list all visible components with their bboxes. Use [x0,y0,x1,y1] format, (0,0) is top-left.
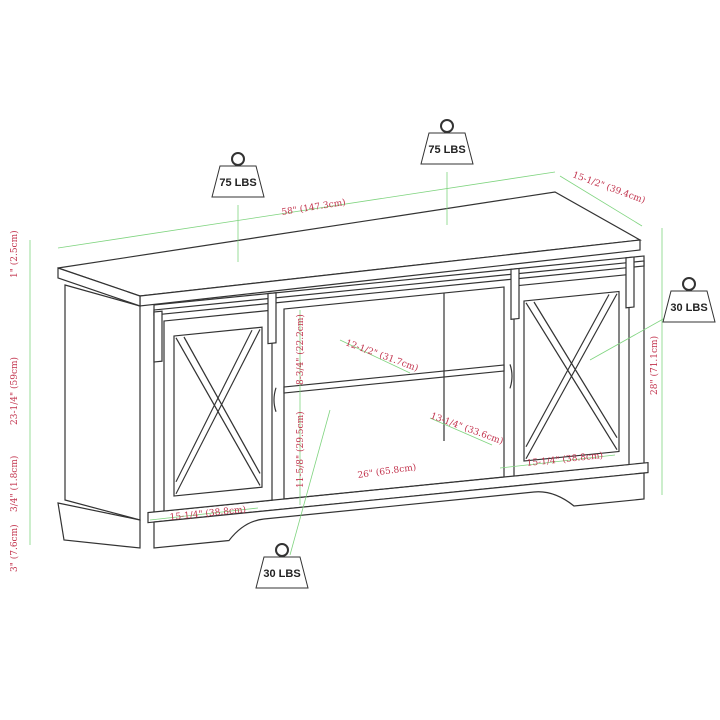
top-left-edge [57,267,141,307]
base-plinth [153,472,645,549]
weight-icon-shelf: 30 LBS [255,543,309,589]
left-side-panel [64,284,141,521]
right-door-x-brace-2 [525,293,618,460]
weight-label: 30 LBS [670,302,707,314]
weight-label: 75 LBS [219,177,256,189]
hanger-strap [510,267,520,320]
hanger-strap [153,310,163,363]
left-base-side [57,502,141,549]
dim-lower-opening: 11-5/8" (29.5cm) [295,411,306,488]
dim-cabinet-height: 23-1/4" (59cm) [9,357,20,425]
weight-label: 75 LBS [428,144,465,156]
left-door-x-brace-edge [183,336,261,474]
center-opening [283,286,505,500]
left-door-x-brace-2-edge [175,329,253,483]
dim-base-height: 3" (7.6cm) [9,524,20,572]
dim-total-height: 28" (71.1cm) [649,336,660,395]
right-door-handle[interactable] [509,364,513,389]
center-shelf [283,364,505,394]
dimension-lines [29,171,666,556]
front-face [147,255,649,549]
hanger-strap [267,292,277,345]
dim-top-thickness: 1" (2.5cm) [9,230,20,278]
left-door-handle[interactable] [273,387,277,413]
left-door-x-brace-2 [175,329,261,495]
weight-icon-top-right: 75 LBS [420,119,474,165]
right-door-x-brace-2-edge [525,294,610,448]
dim-upper-opening: 8-3/4" (22.2cm) [295,314,306,385]
weight-icon-cabinet: 30 LBS [662,277,716,323]
weight-icon-top-left: 75 LBS [211,152,265,198]
dim-bottom-trim: 3/4" (1.8cm) [9,456,20,512]
dim-width: 58" (147.3cm) [281,197,347,218]
hanger-strap [625,256,635,309]
weight-label: 30 LBS [263,568,300,580]
dim-depth: 15-1/2" (39.4cm) [571,169,647,206]
